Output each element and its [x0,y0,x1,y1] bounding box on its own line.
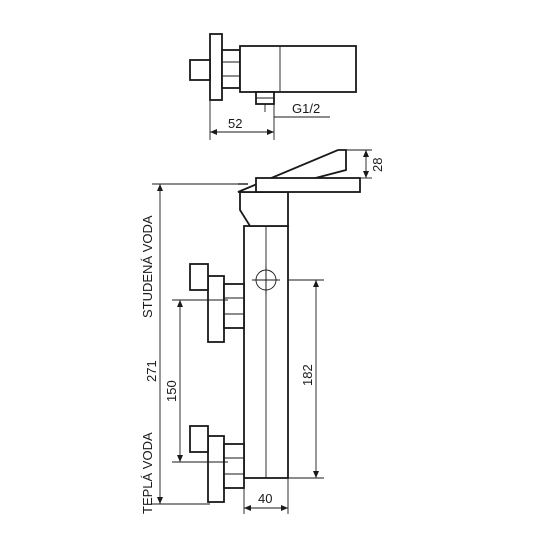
dim-body-width: 40 [258,491,272,506]
top-view: 52 G1/2 [189,33,357,140]
label-cold-water: STUDENÁ VODA [140,215,155,318]
dim-inlet-spacing: 150 [164,380,179,402]
dim-body-height: 182 [300,364,315,386]
top-inlet-pipe [189,59,211,81]
mixer-top [255,177,361,193]
label-hot-water: TEPLÁ VODA [140,432,155,514]
front-view: 28 271 150 182 40 STUDENÁ VODA TEPLÁ VOD… [140,149,385,514]
dim-thread: G1/2 [292,101,320,116]
mixer-head [239,191,289,227]
dim-total-height: 271 [144,360,159,382]
top-nut [221,49,241,89]
upper-inlet [189,263,245,343]
lower-inlet [189,425,245,503]
dim-top-width: 52 [228,116,242,131]
top-body [239,45,357,93]
top-flange [209,33,223,101]
dim-spout-height: 28 [370,158,385,172]
